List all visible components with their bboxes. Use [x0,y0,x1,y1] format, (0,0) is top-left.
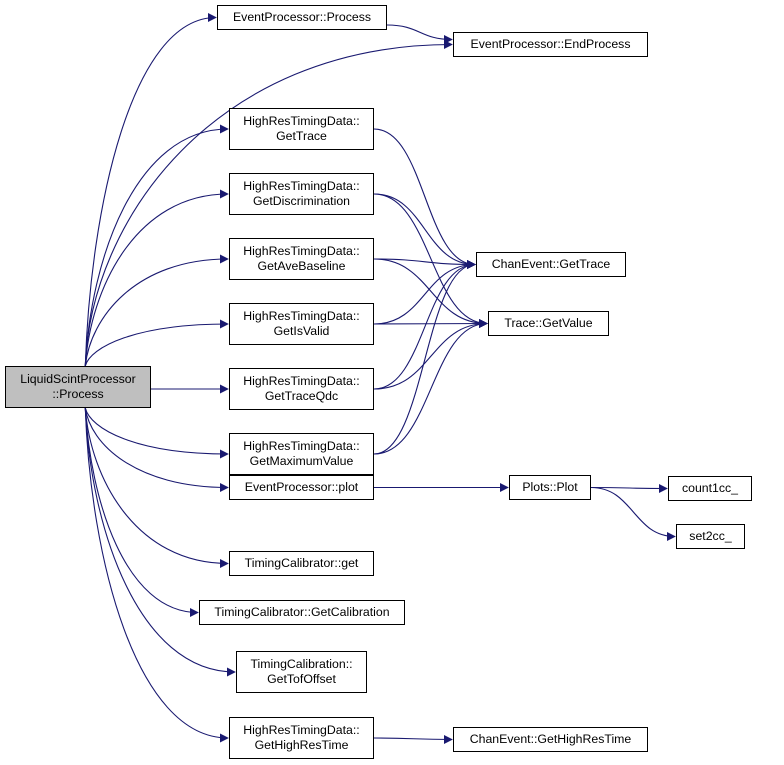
edge-lsp-to-hr-max [84,407,229,459]
node-label-line: GetAveBaseline [257,259,346,273]
node-tr-value[interactable]: Trace::GetValue [488,311,609,336]
edge-hr-disc-to-ce-trace [373,193,476,269]
node-label-line: Plots::Plot [522,480,578,494]
node-ep-end[interactable]: EventProcessor::EndProcess [453,32,648,57]
node-count1cc[interactable]: count1cc_ [668,476,752,501]
node-label-line: Trace::GetValue [504,316,593,330]
node-ep-plot[interactable]: EventProcessor::plot [229,475,374,500]
edge-plots-plot-to-count1cc [590,483,668,493]
node-label-line: count1cc_ [681,481,739,495]
node-label-line: LiquidScintProcessor [20,372,136,386]
edge-ep-process-to-ep-end [386,24,453,44]
node-label-line: TimingCalibrator::GetCalibration [214,605,390,619]
node-hr-valid[interactable]: HighResTimingData::GetIsValid [229,303,374,345]
node-plots-plot[interactable]: Plots::Plot [509,475,591,500]
node-ep-process[interactable]: EventProcessor::Process [217,5,387,30]
node-label-line: ::Process [52,387,104,401]
node-hr-max[interactable]: HighResTimingData::GetMaximumValue [229,433,374,475]
node-label-line: GetIsValid [273,324,330,338]
edge-hr-disc-to-tr-value [373,193,488,328]
node-label-line: HighResTimingData:: [243,179,360,193]
node-set2cc[interactable]: set2cc_ [676,524,745,549]
node-hr-trace[interactable]: HighResTimingData::GetTrace [229,108,374,150]
node-label-line: HighResTimingData:: [243,114,360,128]
edge-lsp-to-hr-trace [84,124,229,367]
node-hr-hrt[interactable]: HighResTimingData::GetHighResTime [229,717,374,759]
node-lsp: LiquidScintProcessor::Process [5,366,151,408]
edge-hr-max-to-tr-value [373,319,488,455]
edge-lsp-to-hr-hrt [84,407,229,743]
node-hr-qdc[interactable]: HighResTimingData::GetTraceQdc [229,368,374,410]
node-label-line: GetTofOffset [267,672,336,686]
node-label-line: HighResTimingData:: [243,723,360,737]
edge-plots-plot-to-set2cc [590,486,676,541]
edge-hr-ave-to-tr-value [373,258,488,328]
node-label-line: TimingCalibration:: [250,657,353,671]
edge-hr-trace-to-ce-trace [373,128,476,269]
node-tcal-tof[interactable]: TimingCalibration::GetTofOffset [236,651,367,693]
node-label-line: EventProcessor::plot [244,480,359,494]
node-label-line: set2cc_ [689,529,732,543]
edge-hr-hrt-to-ce-hrt [373,734,453,744]
node-label-line: EventProcessor::EndProcess [470,37,631,51]
edge-lsp-to-hr-valid [84,319,229,367]
edge-lsp-to-tc-getcal [84,407,199,617]
edge-hr-ave-to-ce-trace [373,258,476,269]
node-label-line: GetDiscrimination [252,194,351,208]
node-tc-get[interactable]: TimingCalibrator::get [229,551,374,576]
edge-lsp-to-ep-end [84,40,453,367]
edge-lsp-to-hr-disc [84,189,229,367]
edge-lsp-to-ep-plot [84,407,229,492]
node-label-line: ChanEvent::GetHighResTime [469,732,632,746]
node-label-line: EventProcessor::Process [232,10,372,24]
node-label-line: HighResTimingData:: [243,374,360,388]
edge-hr-valid-to-ce-trace [373,260,476,325]
node-label-line: HighResTimingData:: [243,309,360,323]
node-ce-hrt[interactable]: ChanEvent::GetHighResTime [453,727,648,752]
edge-hr-qdc-to-ce-trace [373,260,476,390]
node-label-line: GetMaximumValue [249,454,354,468]
node-label-line: HighResTimingData:: [243,244,360,258]
node-label-line: GetTraceQdc [264,389,339,403]
edge-lsp-to-ep-process [84,13,217,367]
node-hr-ave[interactable]: HighResTimingData::GetAveBaseline [229,238,374,280]
edge-hr-max-to-ce-trace [373,260,476,455]
node-tc-getcal[interactable]: TimingCalibrator::GetCalibration [199,600,405,625]
edge-lsp-to-hr-ave [84,254,229,367]
node-label-line: ChanEvent::GetTrace [491,257,611,271]
edge-hr-valid-to-tr-value [373,319,488,329]
node-label-line: GetTrace [276,129,327,143]
edge-lsp-to-tc-get [84,407,229,568]
edge-hr-qdc-to-tr-value [373,319,488,390]
edge-lsp-to-tcal-tof [84,407,236,677]
node-hr-disc[interactable]: HighResTimingData::GetDiscrimination [229,173,374,215]
node-label-line: TimingCalibrator::get [244,556,359,570]
node-label-line: GetHighResTime [254,738,349,752]
node-ce-trace[interactable]: ChanEvent::GetTrace [476,252,626,277]
node-label-line: HighResTimingData:: [243,439,360,453]
